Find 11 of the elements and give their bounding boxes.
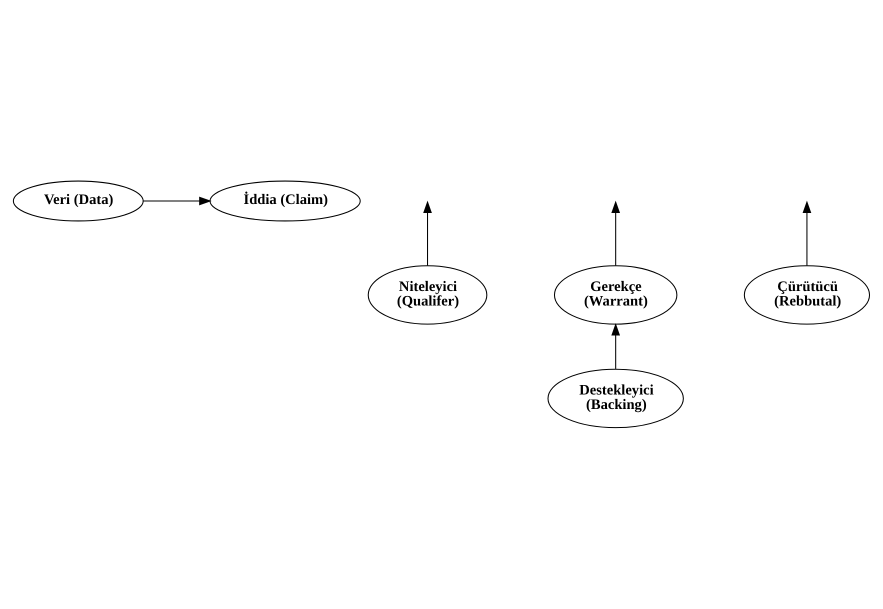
node-ellipse: Çürütücü (Rebbutal) [744,265,870,325]
node-ellipse: Niteleyici (Qualifer) [368,265,488,325]
node-ellipse: Veri (Data) [12,180,144,222]
arrow [423,200,432,266]
arrow [802,200,812,266]
node-ellipse: Gerekçe (Warrant) [554,265,678,325]
node-ellipse: İddia (Claim) [210,180,361,222]
arrow [143,196,212,206]
arrow [611,323,620,369]
arrow [611,200,620,266]
node-ellipse: Destekleyici (Backing) [547,368,684,428]
